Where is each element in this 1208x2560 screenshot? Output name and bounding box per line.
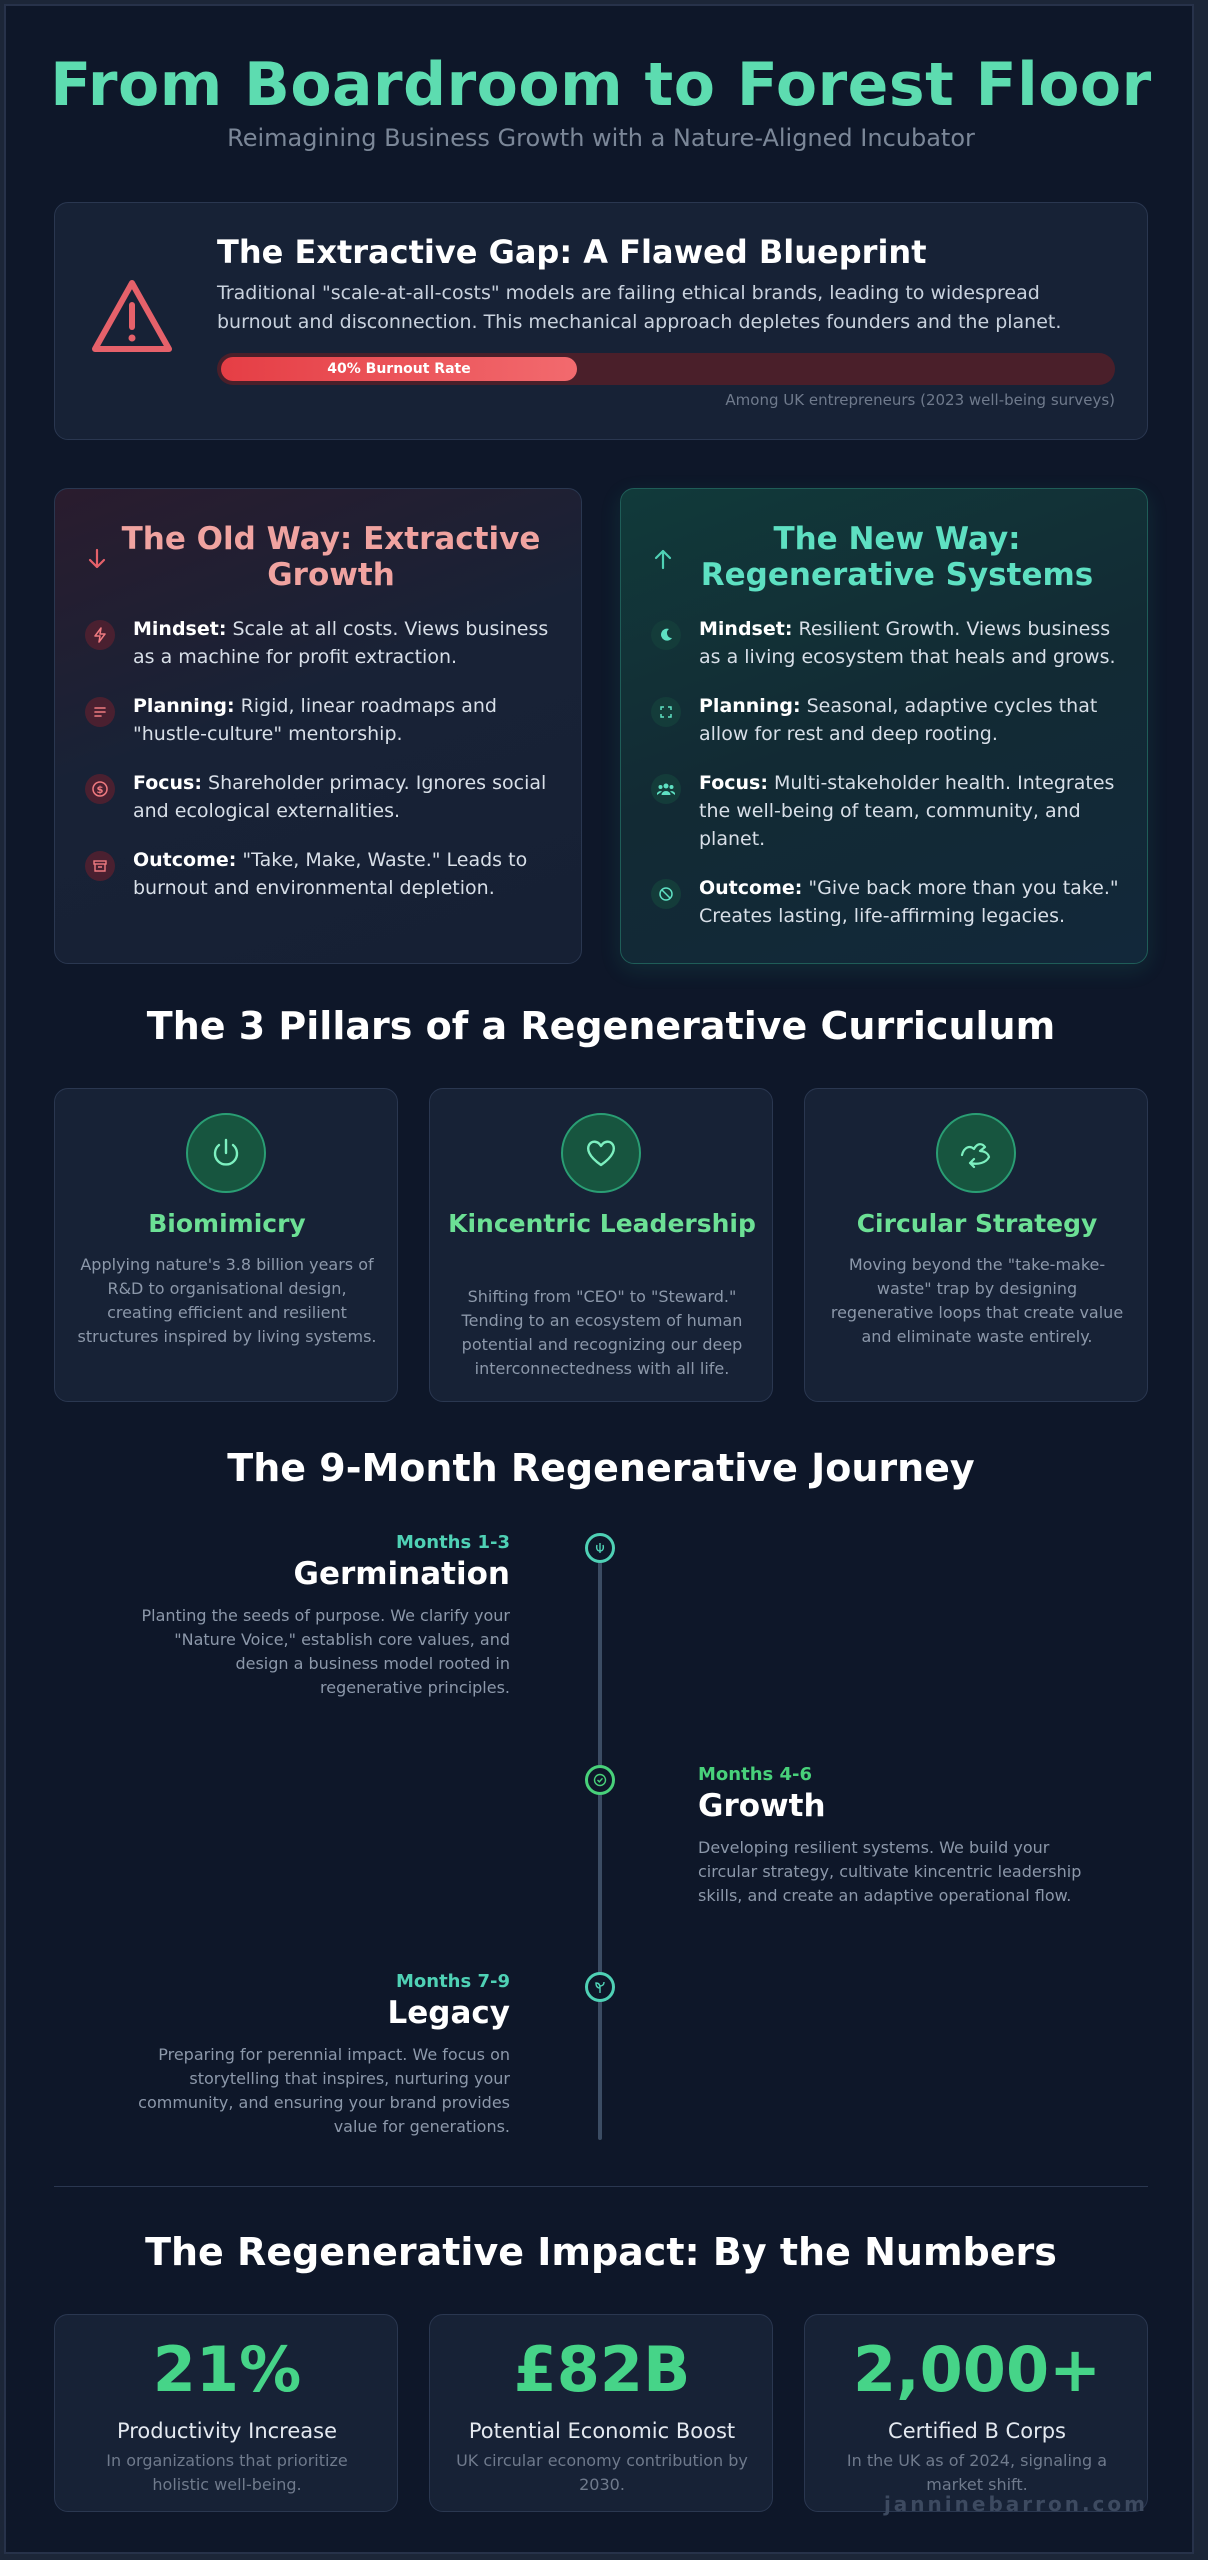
archive-icon — [85, 851, 115, 881]
arrow-down-icon — [85, 547, 109, 571]
power-icon — [186, 1113, 266, 1193]
burnout-progress-label: 40% Burnout Rate — [327, 361, 471, 377]
people-icon — [651, 774, 681, 804]
pillar-card-kincentric-leadership: Kincentric Leadership Shifting from "CEO… — [429, 1088, 773, 1402]
journey-stage-legacy: Legacy — [387, 1995, 510, 2031]
journey-text-legacy: Preparing for perennial impact. We focus… — [138, 2045, 510, 2136]
old-way-item-focus: Focus: Shareholder primacy. Ignores soci… — [133, 772, 547, 822]
stat-card-productivity: 21% Productivity Increase In organizatio… — [54, 2314, 398, 2512]
journey-months-2: Months 4-6 — [698, 1764, 813, 1785]
pillars-title: The 3 Pillars of a Regenerative Curricul… — [146, 1004, 1056, 1048]
old-way-item-outcome: Outcome: "Take, Make, Waste." Leads to b… — [133, 849, 528, 899]
journey-title: The 9-Month Regenerative Journey — [227, 1446, 975, 1490]
journey-months-1: Months 1-3 — [395, 1532, 510, 1553]
pillar-card-circular-strategy: Circular Strategy Moving beyond the "tak… — [804, 1088, 1148, 1402]
stat-sub: UK circular economy contribution by 2030… — [456, 2451, 748, 2494]
stat-label: Potential Economic Boost — [468, 2419, 736, 2443]
cycle-icon — [651, 697, 681, 727]
infographic-page: From Boardroom to Forest Floor Reimagini… — [4, 4, 1194, 2554]
pillar-card-biomimicry: Biomimicry Applying nature's 3.8 billion… — [54, 1088, 398, 1402]
dollar-icon: $ — [85, 774, 115, 804]
stat-label: Certified B Corps — [888, 2419, 1066, 2443]
page-title: From Boardroom to Forest Floor — [50, 50, 1152, 120]
old-way-card: The Old Way: Extractive Growth Mindset: … — [54, 488, 582, 964]
seed-icon — [585, 1533, 615, 1563]
no-symbol-icon — [651, 879, 681, 909]
stat-sub: In organizations that prioritize holisti… — [106, 2451, 348, 2494]
stat-sub: In the UK as of 2024, signaling a market… — [846, 2451, 1108, 2494]
stat-card-b-corps: 2,000+ Certified B Corps In the UK as of… — [804, 2314, 1148, 2512]
stat-label: Productivity Increase — [116, 2419, 338, 2443]
new-way-item-planning: Planning: Seasonal, adaptive cycles that… — [699, 695, 1098, 745]
journey-text-germination: Planting the seeds of purpose. We clarif… — [141, 1606, 510, 1697]
new-way-item-focus: Focus: Multi-stakeholder health. Integra… — [699, 772, 1115, 850]
old-way-item-mindset: Mindset: Scale at all costs. Views busin… — [133, 618, 549, 668]
stat-card-economic-boost: £82B Potential Economic Boost UK circula… — [429, 2314, 773, 2512]
pillar-title: Circular Strategy — [856, 1209, 1098, 1238]
impact-title: The Regenerative Impact: By the Numbers — [145, 2230, 1057, 2274]
burnout-progress-fill: 40% Burnout Rate — [221, 357, 577, 381]
journey-text-growth: Developing resilient systems. We build y… — [698, 1838, 1082, 1905]
moon-icon — [651, 620, 681, 650]
section-divider — [54, 2186, 1148, 2187]
gap-title: The Extractive Gap: A Flawed Blueprint — [217, 233, 927, 271]
burnout-caption: Among UK entrepreneurs (2023 well-being … — [725, 391, 1115, 409]
journey-stage-germination: Germination — [293, 1556, 511, 1592]
new-way-card: The New Way: Regenerative Systems Mindse… — [620, 488, 1148, 964]
heart-icon — [561, 1113, 641, 1193]
stat-value: 21% — [152, 2333, 302, 2406]
stat-value: 2,000+ — [852, 2333, 1102, 2406]
recycle-icon — [936, 1113, 1016, 1193]
svg-text:$: $ — [97, 785, 104, 796]
sprout-icon — [585, 1972, 615, 2002]
burnout-progress-bar: 40% Burnout Rate — [217, 353, 1115, 385]
list-icon — [85, 697, 115, 727]
pillar-title: Kincentric Leadership — [448, 1209, 756, 1238]
pillar-title: Biomimicry — [148, 1209, 306, 1238]
gap-text: Traditional "scale-at-all-costs" models … — [217, 282, 1062, 333]
new-way-title: The New Way: Regenerative Systems — [700, 521, 1094, 593]
old-way-title: The Old Way: Extractive Growth — [121, 521, 541, 593]
lightning-icon — [85, 620, 115, 650]
watermark: janninebarron.com — [883, 2492, 1148, 2516]
pillar-text: Applying nature's 3.8 billion years of R… — [77, 1255, 377, 1346]
new-way-item-outcome: Outcome: "Give back more than you take."… — [699, 877, 1119, 927]
old-way-item-planning: Planning: Rigid, linear roadmaps and "hu… — [133, 695, 497, 745]
check-circle-icon — [585, 1765, 615, 1795]
stat-value: £82B — [513, 2333, 691, 2406]
pillar-text: Moving beyond the "take-make-waste" trap… — [830, 1255, 1124, 1346]
pillar-text: Shifting from "CEO" to "Steward." Tendin… — [461, 1287, 743, 1378]
new-way-item-mindset: Mindset: Resilient Growth. Views busines… — [699, 618, 1116, 668]
warning-triangle-icon — [89, 277, 175, 357]
journey-months-3: Months 7-9 — [395, 1971, 510, 1992]
page-subtitle: Reimagining Business Growth with a Natur… — [227, 124, 975, 152]
extractive-gap-card: The Extractive Gap: A Flawed Blueprint T… — [54, 202, 1148, 440]
timeline-line — [598, 1546, 602, 2140]
journey-stage-growth: Growth — [698, 1788, 826, 1824]
arrow-up-icon — [651, 547, 675, 571]
